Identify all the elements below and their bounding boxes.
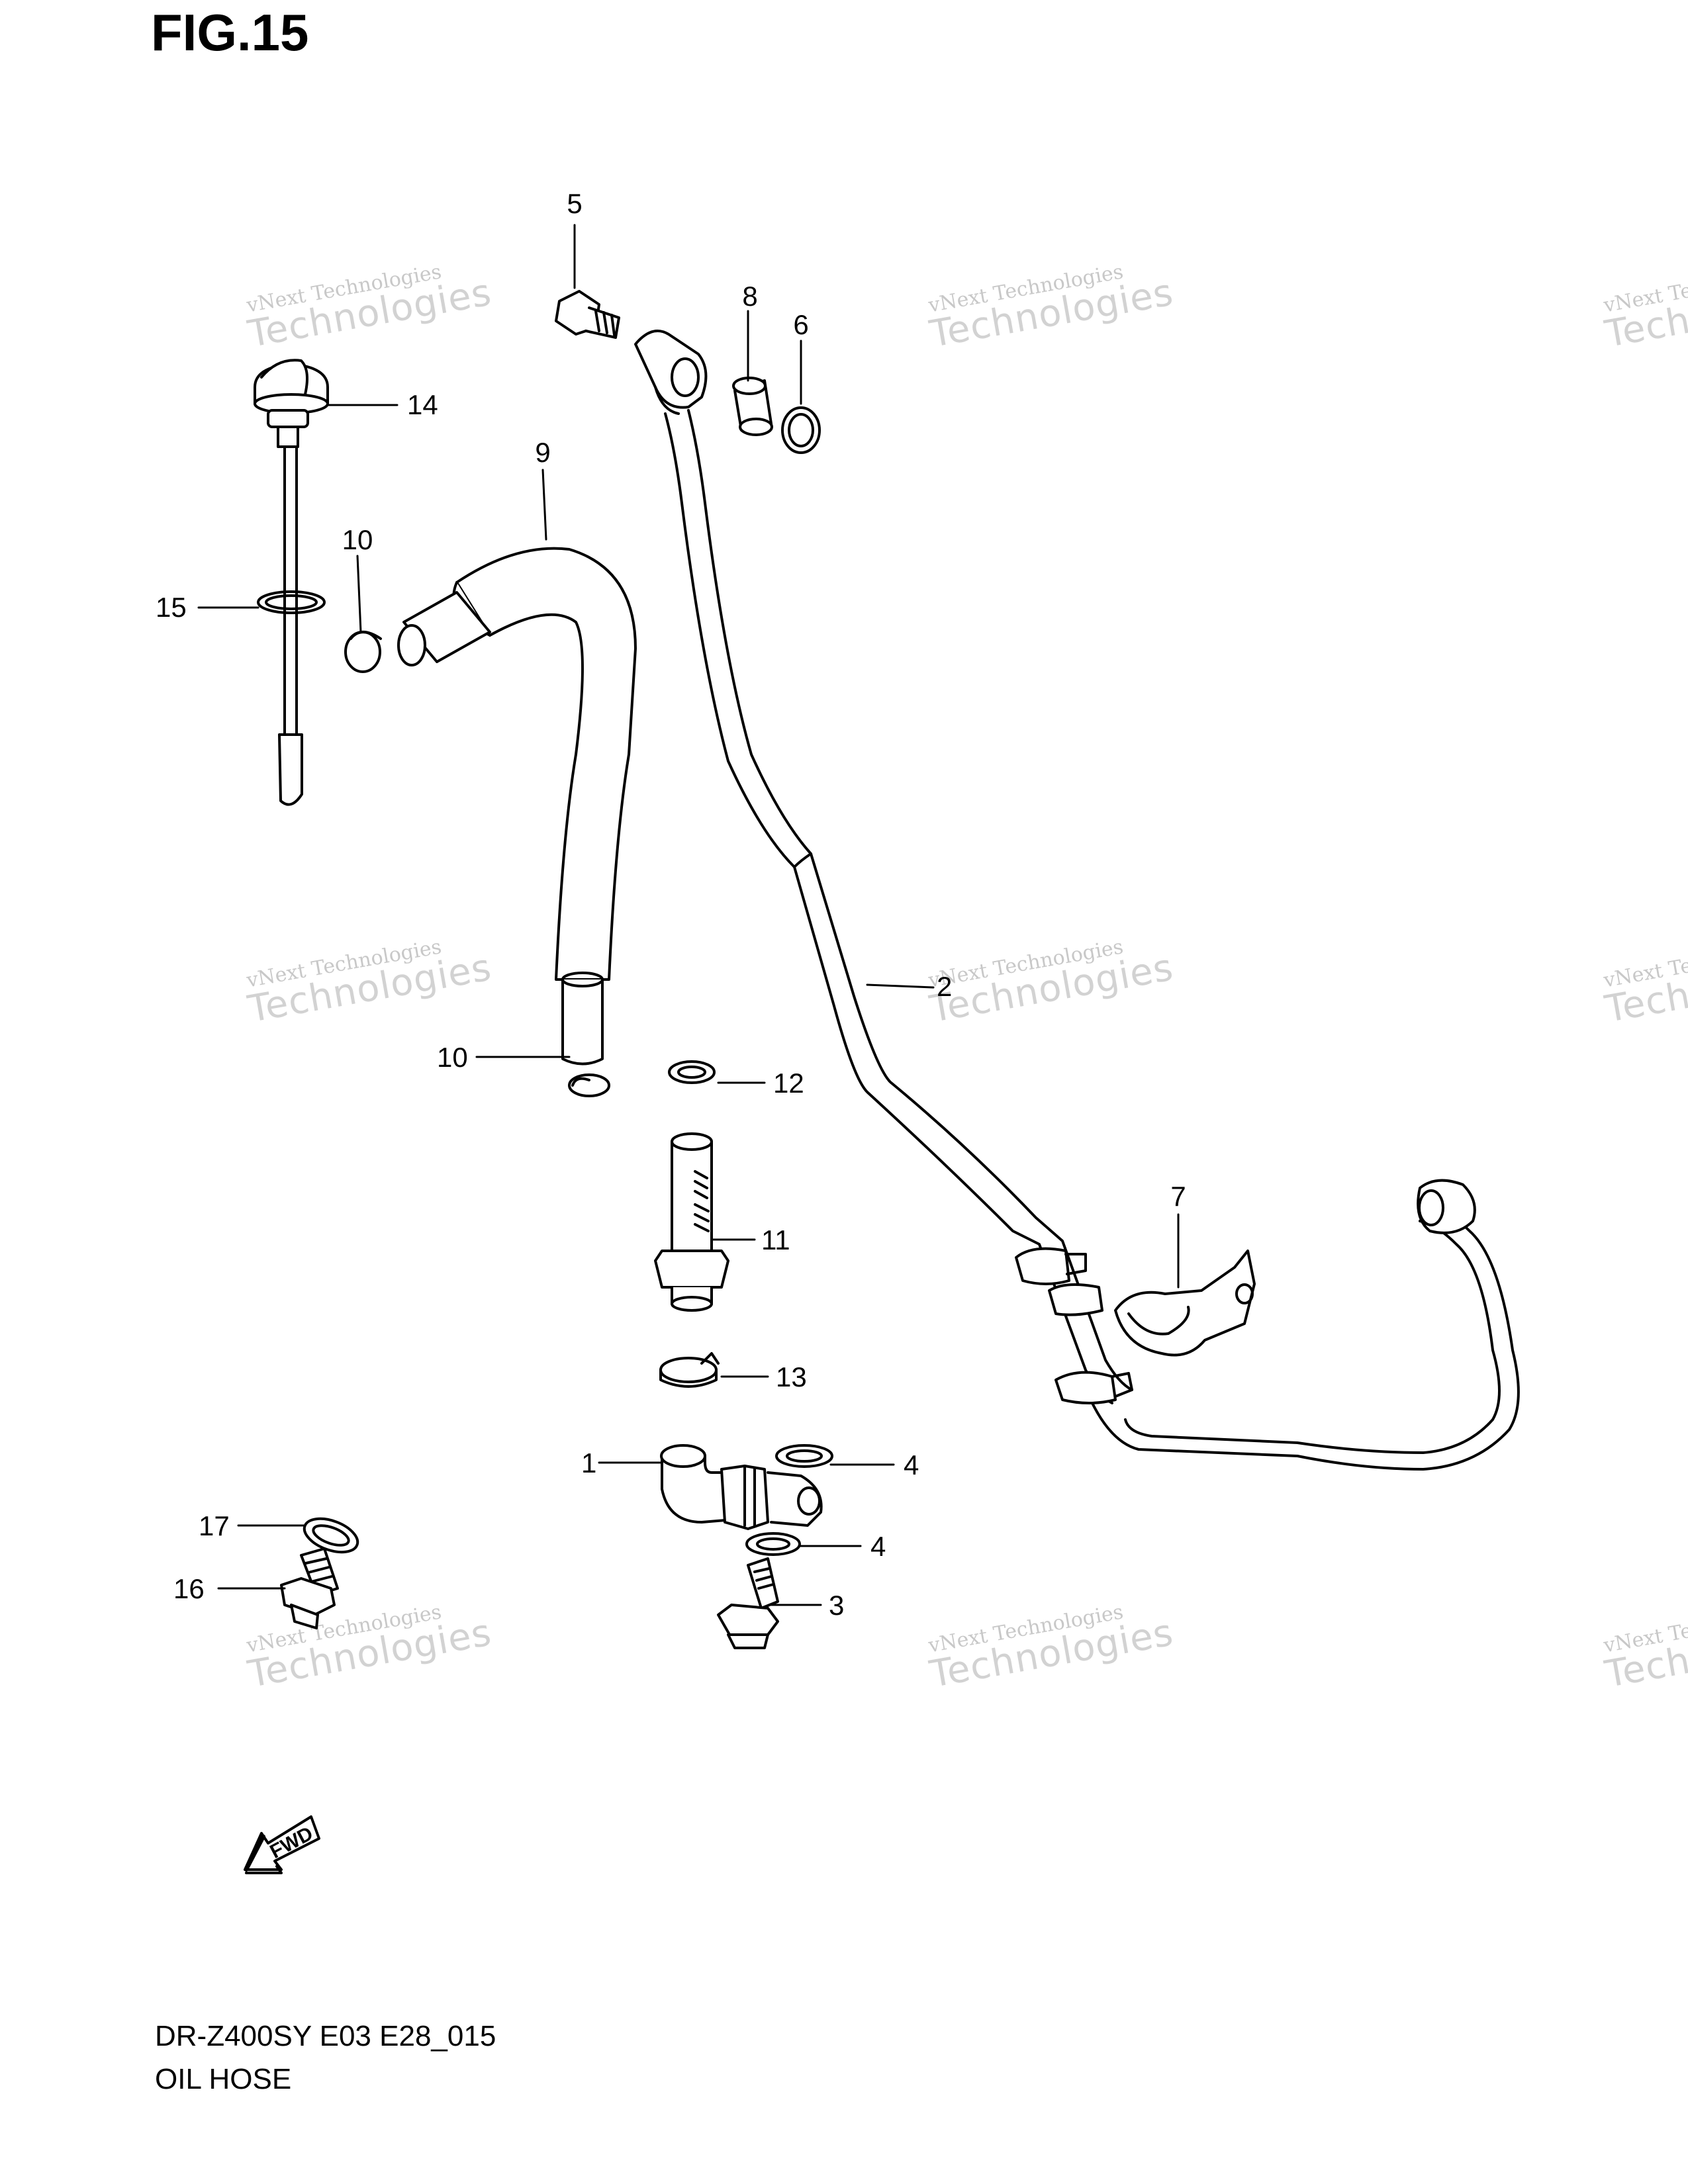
callout-12: 12 xyxy=(773,1068,804,1099)
callout-3: 3 xyxy=(829,1590,844,1621)
part-7-hose-clamp xyxy=(1114,1250,1256,1357)
callout-4-lower: 4 xyxy=(870,1531,886,1562)
part-3-union-bolt xyxy=(717,1557,779,1649)
callout-17: 17 xyxy=(199,1510,230,1541)
callout-16: 16 xyxy=(173,1573,205,1604)
part-4-washer-lower xyxy=(745,1532,801,1556)
part-5-banjo-bolt xyxy=(555,290,620,339)
callout-5: 5 xyxy=(567,188,582,219)
part-4-washer-upper xyxy=(775,1444,833,1468)
callout-7: 7 xyxy=(1170,1181,1186,1212)
callout-8: 8 xyxy=(742,281,757,312)
part-2-oil-hose xyxy=(664,409,1520,1471)
callout-15: 15 xyxy=(156,592,187,623)
part-15-o-ring xyxy=(257,590,326,614)
callout-2: 2 xyxy=(937,971,952,1002)
part-6-o-ring xyxy=(781,406,821,454)
dipstick-rod xyxy=(278,445,303,806)
callout-1: 1 xyxy=(581,1447,596,1479)
callout-11: 11 xyxy=(761,1224,790,1255)
part-1-hose-elbow xyxy=(660,1444,823,1530)
callout-13: 13 xyxy=(776,1361,807,1392)
callout-9: 9 xyxy=(535,437,550,468)
callout-14: 14 xyxy=(407,389,438,420)
figure-title: FIG.15 xyxy=(151,3,309,62)
callout-10-lower: 10 xyxy=(437,1042,468,1073)
upper-banjo-fitting xyxy=(634,330,708,415)
part-10-clip-lower xyxy=(568,1073,610,1097)
fwd-arrow xyxy=(244,1815,320,1874)
part-10-clip-upper xyxy=(344,631,382,673)
figure-code: DR-Z400SY E03 E28_015 xyxy=(155,2020,496,2052)
part-8-spacer xyxy=(732,377,773,436)
part-16-drain-plug xyxy=(280,1547,339,1629)
part-11-union-bolt xyxy=(654,1132,729,1312)
part-14-oil-filler-cap xyxy=(254,359,329,448)
callout-10-upper: 10 xyxy=(342,524,373,555)
part-9-breather-hose xyxy=(397,547,637,1066)
callout-6: 6 xyxy=(793,309,808,340)
part-13-hose-clamp xyxy=(659,1352,720,1388)
figure-name: OIL HOSE xyxy=(155,2063,292,2095)
leader-lines xyxy=(197,224,1180,1606)
callout-4-upper: 4 xyxy=(904,1449,919,1480)
part-12-washer xyxy=(668,1060,716,1084)
